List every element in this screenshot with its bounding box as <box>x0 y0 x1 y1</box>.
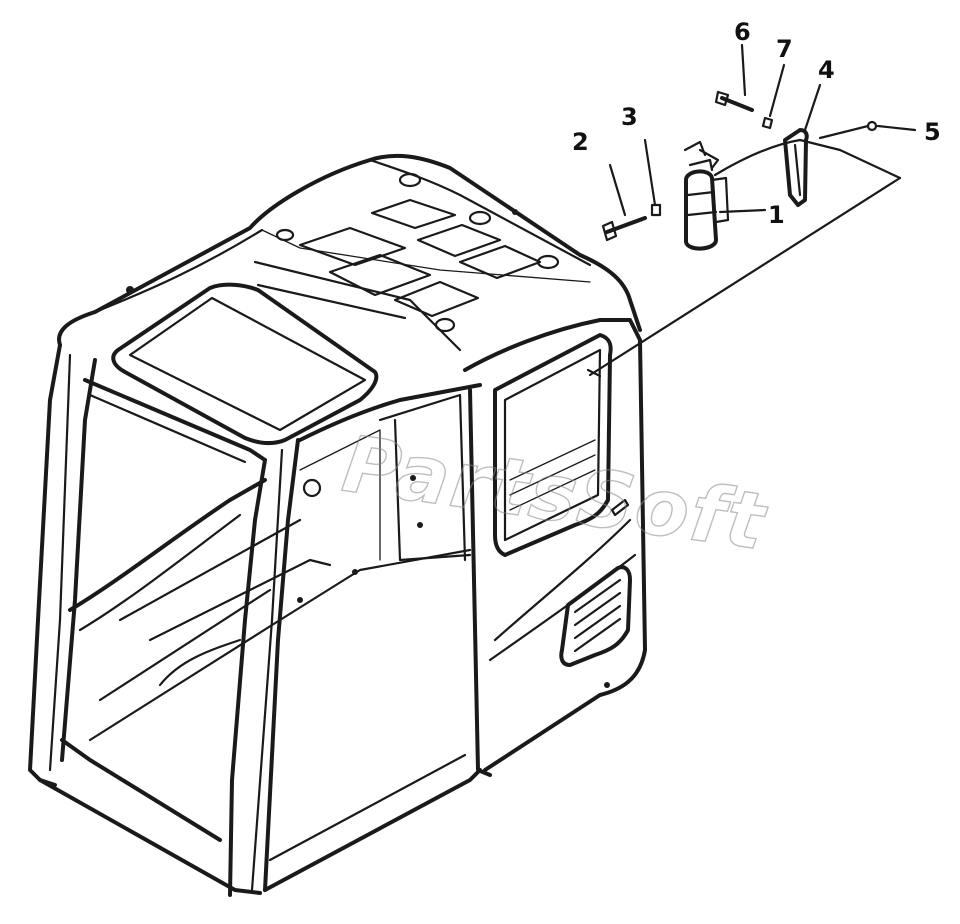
callout-5: 5 <box>924 118 941 146</box>
leader-4 <box>803 83 822 132</box>
clip <box>761 116 774 130</box>
nut <box>866 120 878 132</box>
callout-4: 4 <box>818 56 835 84</box>
strap <box>783 128 809 207</box>
mounting-leader-line <box>588 176 902 377</box>
callout-labels: 1 2 3 4 5 6 7 <box>572 18 941 229</box>
leader-lines <box>586 43 917 378</box>
callout-1: 1 <box>768 201 785 229</box>
leader-3 <box>643 138 657 207</box>
leader-5 <box>876 124 917 132</box>
operator-cab <box>28 153 647 897</box>
leader-7 <box>768 63 786 118</box>
leader-6 <box>740 43 747 97</box>
callout-3: 3 <box>621 103 638 131</box>
leader-2 <box>608 163 627 217</box>
fire-extinguisher-assembly <box>601 90 902 251</box>
watermark-logo: PartsSoft <box>337 420 772 569</box>
callout-7: 7 <box>776 35 793 63</box>
callout-6: 6 <box>734 18 751 46</box>
callout-2: 2 <box>572 128 589 156</box>
fire-extinguisher-body <box>684 169 718 251</box>
leader-1 <box>718 208 767 214</box>
washer <box>650 203 662 217</box>
